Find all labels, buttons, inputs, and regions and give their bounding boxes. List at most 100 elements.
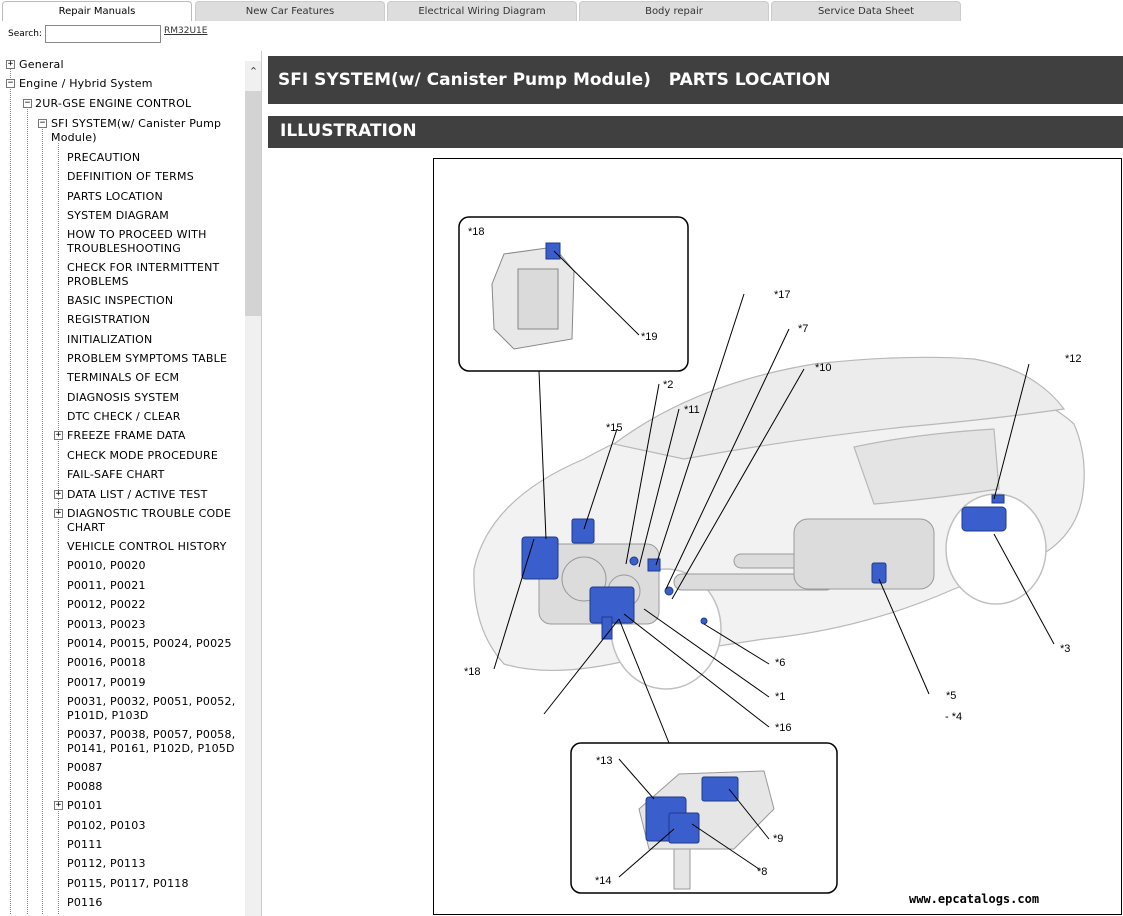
- car-diagram: *18 *19 *18 *15 *2 *11 *17 *7 *10 *12 *3…: [458, 216, 1085, 894]
- expand-icon[interactable]: +: [54, 800, 63, 810]
- tree-item-initialization[interactable]: INITIALIZATION: [67, 333, 153, 346]
- tab-electrical-wiring-diagram[interactable]: Electrical Wiring Diagram: [387, 1, 577, 21]
- expand-icon[interactable]: +: [6, 59, 15, 69]
- tree-item-p0111[interactable]: P0111: [67, 838, 103, 851]
- tree-item-data-list[interactable]: DATA LIST / ACTIVE TEST: [67, 488, 208, 501]
- callout-1: *1: [775, 691, 785, 703]
- tree-item-problem-symptoms[interactable]: PROBLEM SYMPTOMS TABLE: [67, 352, 228, 365]
- tree-item-p0088[interactable]: P0088: [67, 780, 103, 793]
- sidebar-scrollbar[interactable]: [245, 61, 261, 916]
- parts-location-illustration: *18 *19 *18 *15 *2 *11 *17 *7 *10 *12 *3…: [433, 158, 1122, 915]
- tree-item-p0037-cont[interactable]: P0141, P0161, P102D, P105D: [67, 742, 235, 755]
- tree-item-parts-location[interactable]: PARTS LOCATION: [67, 190, 163, 203]
- tree-item-definition-of-terms[interactable]: DEFINITION OF TERMS: [67, 170, 194, 183]
- search-input[interactable]: [45, 25, 161, 43]
- sidebar-tree: + General − Engine / Hybrid System − 2UR…: [0, 51, 262, 916]
- tree-item-p0031-cont[interactable]: P101D, P103D: [67, 709, 149, 722]
- tree-item-p0115[interactable]: P0115, P0117, P0118: [67, 877, 189, 890]
- tree-item-how-to-proceed-cont[interactable]: TROUBLESHOOTING: [67, 242, 181, 255]
- tree-item-general[interactable]: General: [19, 58, 64, 71]
- tree-item-freeze-frame[interactable]: FREEZE FRAME DATA: [67, 429, 186, 442]
- watermark-text: www.epcatalogs.com: [909, 892, 1040, 906]
- tab-body-repair[interactable]: Body repair: [579, 1, 769, 21]
- tree-item-p0112[interactable]: P0112, P0113: [67, 857, 146, 870]
- tree-item-diagnosis-system[interactable]: DIAGNOSIS SYSTEM: [67, 391, 180, 404]
- section-title: ILLUSTRATION: [268, 116, 1123, 148]
- expand-icon[interactable]: +: [54, 489, 63, 499]
- tree-item-sfi-system-cont[interactable]: Module): [51, 131, 97, 144]
- tree-item-2ur-gse[interactable]: 2UR-GSE ENGINE CONTROL: [35, 97, 192, 110]
- collapse-icon[interactable]: −: [23, 98, 32, 108]
- tree-view: + General − Engine / Hybrid System − 2UR…: [0, 51, 245, 916]
- tree-item-p0031[interactable]: P0031, P0032, P0051, P0052,: [67, 695, 236, 708]
- tree-item-engine-hybrid[interactable]: Engine / Hybrid System: [19, 77, 153, 90]
- tree-item-basic-inspection[interactable]: BASIC INSPECTION: [67, 294, 174, 307]
- collapse-icon[interactable]: −: [38, 118, 47, 128]
- tree-item-p0010[interactable]: P0010, P0020: [67, 559, 146, 572]
- tree-item-intermittent[interactable]: CHECK FOR INTERMITTENT: [67, 261, 220, 274]
- search-bar: Search: RM32U1E: [0, 21, 1123, 47]
- tree-item-vehicle-control-history[interactable]: VEHICLE CONTROL HISTORY: [67, 540, 227, 553]
- tree-item-terminals-ecm[interactable]: TERMINALS OF ECM: [67, 371, 180, 384]
- tree-item-p0012[interactable]: P0012, P0022: [67, 598, 146, 611]
- tree-item-dtc-chart[interactable]: DIAGNOSTIC TROUBLE CODE: [67, 507, 232, 520]
- tree-item-intermittent-cont[interactable]: PROBLEMS: [67, 275, 129, 288]
- chevron-up-icon[interactable]: ⌃: [248, 65, 259, 78]
- callout-18: *18: [464, 666, 481, 678]
- callout-5: *5: [946, 690, 956, 702]
- callout-13: *13: [596, 755, 613, 767]
- search-label: Search:: [8, 29, 42, 39]
- tree-connector: [58, 143, 59, 914]
- tree-item-p0014[interactable]: P0014, P0015, P0024, P0025: [67, 637, 232, 650]
- scrollbar-thumb[interactable]: [245, 91, 261, 316]
- collapse-icon[interactable]: −: [6, 78, 15, 88]
- tree-item-sfi-system[interactable]: SFI SYSTEM(w/ Canister Pump: [51, 117, 222, 130]
- tree-item-dtc-check[interactable]: DTC CHECK / CLEAR: [67, 410, 181, 423]
- tree-item-p0016[interactable]: P0016, P0018: [67, 656, 146, 669]
- tab-new-car-features[interactable]: New Car Features: [195, 1, 385, 21]
- tree-item-p0116[interactable]: P0116: [67, 896, 103, 909]
- callout-11: *11: [684, 404, 700, 416]
- page-title: SFI SYSTEM(w/ Canister Pump Module) PART…: [268, 56, 1123, 104]
- tree-item-p0102[interactable]: P0102, P0103: [67, 819, 146, 832]
- callout-14: *14: [595, 875, 612, 887]
- callout-16: *16: [775, 722, 792, 734]
- tree-item-p0087[interactable]: P0087: [67, 761, 103, 774]
- callout-19: *19: [641, 331, 658, 343]
- tab-bar: Repair Manuals New Car Features Electric…: [0, 0, 1123, 21]
- tree-item-p0037[interactable]: P0037, P0038, P0057, P0058,: [67, 728, 236, 741]
- tree-connector: [42, 129, 43, 914]
- tree-item-p0011[interactable]: P0011, P0021: [67, 579, 146, 592]
- engine-detail: [538, 518, 935, 625]
- callout-2: *2: [663, 379, 673, 391]
- tree-item-dtc-chart-cont[interactable]: CHART: [67, 521, 106, 534]
- callout-15: *15: [606, 422, 623, 434]
- callout-3: *3: [1060, 643, 1070, 655]
- tab-repair-manuals[interactable]: Repair Manuals: [2, 1, 192, 21]
- callout-7: *7: [798, 323, 808, 335]
- callout-labels: *18 *19 *18 *15 *2 *11 *17 *7 *10 *12 *3…: [464, 226, 1082, 887]
- callout-10: *10: [815, 362, 832, 374]
- tab-service-data-sheet[interactable]: Service Data Sheet: [771, 1, 961, 21]
- expand-icon[interactable]: +: [54, 430, 63, 440]
- callout-6: *6: [775, 657, 785, 669]
- callout-17: *17: [774, 289, 791, 301]
- callout-4: - *4: [945, 711, 962, 723]
- tree-item-how-to-proceed[interactable]: HOW TO PROCEED WITH: [67, 228, 207, 241]
- tree-item-precaution[interactable]: PRECAUTION: [67, 151, 141, 164]
- tree-item-p0013[interactable]: P0013, P0023: [67, 618, 146, 631]
- highlighted-parts: [521, 494, 1007, 640]
- tree-connector: [10, 69, 11, 914]
- manual-code-link[interactable]: RM32U1E: [164, 26, 208, 36]
- tree-item-p0017[interactable]: P0017, P0019: [67, 676, 146, 689]
- tree-connector: [27, 109, 28, 914]
- tree-item-check-mode[interactable]: CHECK MODE PROCEDURE: [67, 449, 219, 462]
- tree-item-fail-safe[interactable]: FAIL-SAFE CHART: [67, 468, 165, 481]
- tree-item-registration[interactable]: REGISTRATION: [67, 313, 151, 326]
- callout-18-inset: *18: [468, 226, 485, 238]
- callout-12: *12: [1065, 353, 1082, 365]
- callout-8: *8: [757, 866, 767, 878]
- tree-item-system-diagram[interactable]: SYSTEM DIAGRAM: [67, 209, 169, 222]
- expand-icon[interactable]: +: [54, 508, 63, 518]
- tree-item-p0101[interactable]: P0101: [67, 799, 103, 812]
